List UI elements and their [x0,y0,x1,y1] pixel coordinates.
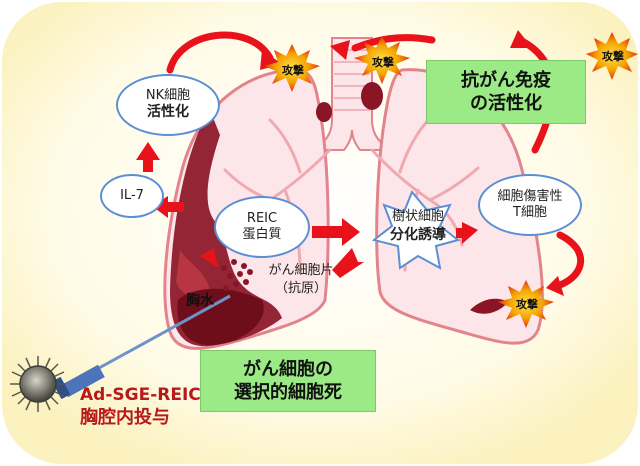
il7-label: IL-7 [120,187,144,203]
antitumor-line1: 抗がん免疫 [461,69,551,91]
pleural-effusion-label: 胸水 [186,290,214,310]
reic-protein-node: REIC 蛋白質 [214,196,310,258]
attack-label-1: 攻撃 [282,64,304,77]
reic-protein-line2: 蛋白質 [242,227,282,242]
selective-death-line2: 選択的細胞死 [234,382,342,403]
dendritic-star [371,190,461,270]
attack-burst-1 [264,44,320,92]
cytotoxic-t-line1: 細胞傷害性 [497,188,563,204]
dendritic-node: 樹状細胞 分化誘導 [376,205,460,244]
attack-burst-3 [586,32,638,80]
cytotoxic-t-node: 細胞傷害性 T細胞 [478,174,582,236]
attack-burst-2 [354,36,410,84]
administration-line1: Ad-SGE-REIC [80,385,201,405]
selective-death-box: がん細胞の 選択的細胞死 [200,350,376,412]
cytotoxic-t-line2: T細胞 [513,205,547,220]
fragments-line1: がん細胞片 [268,263,334,278]
right-lung [375,68,544,345]
attack-label-2: 攻撃 [372,56,394,69]
fragments-line2: （抗原） [274,280,327,296]
fragment-dots [221,259,253,291]
administration-label: Ad-SGE-REIC 胸腔内投与 [80,384,201,429]
fragments-label: がん細胞片 （抗原） [258,262,344,297]
attack-burst-4 [498,280,554,328]
attack-label-4: 攻撃 [516,298,538,311]
antitumor-immunity-box: 抗がん免疫 の活性化 [426,60,586,124]
nk-cell-line2: 活性化 [147,104,189,121]
attack-label-3: 攻撃 [602,50,624,63]
reic-protein-line1: REIC [246,210,278,226]
il7-node: IL-7 [100,174,164,218]
dendritic-line2: 分化誘導 [390,227,446,243]
nk-cell-line1: NK細胞 [145,88,191,104]
selective-death-line1: がん細胞の [243,358,333,380]
dendritic-line1: 樹状細胞 [391,209,444,224]
virus-particle [10,356,66,412]
nk-cell-node: NK細胞 活性化 [116,74,220,136]
antitumor-line2: の活性化 [470,93,542,114]
pleural-effusion-text: 胸水 [186,293,214,309]
effusion-zone [177,288,264,346]
administration-line2: 胸腔内投与 [80,407,170,429]
